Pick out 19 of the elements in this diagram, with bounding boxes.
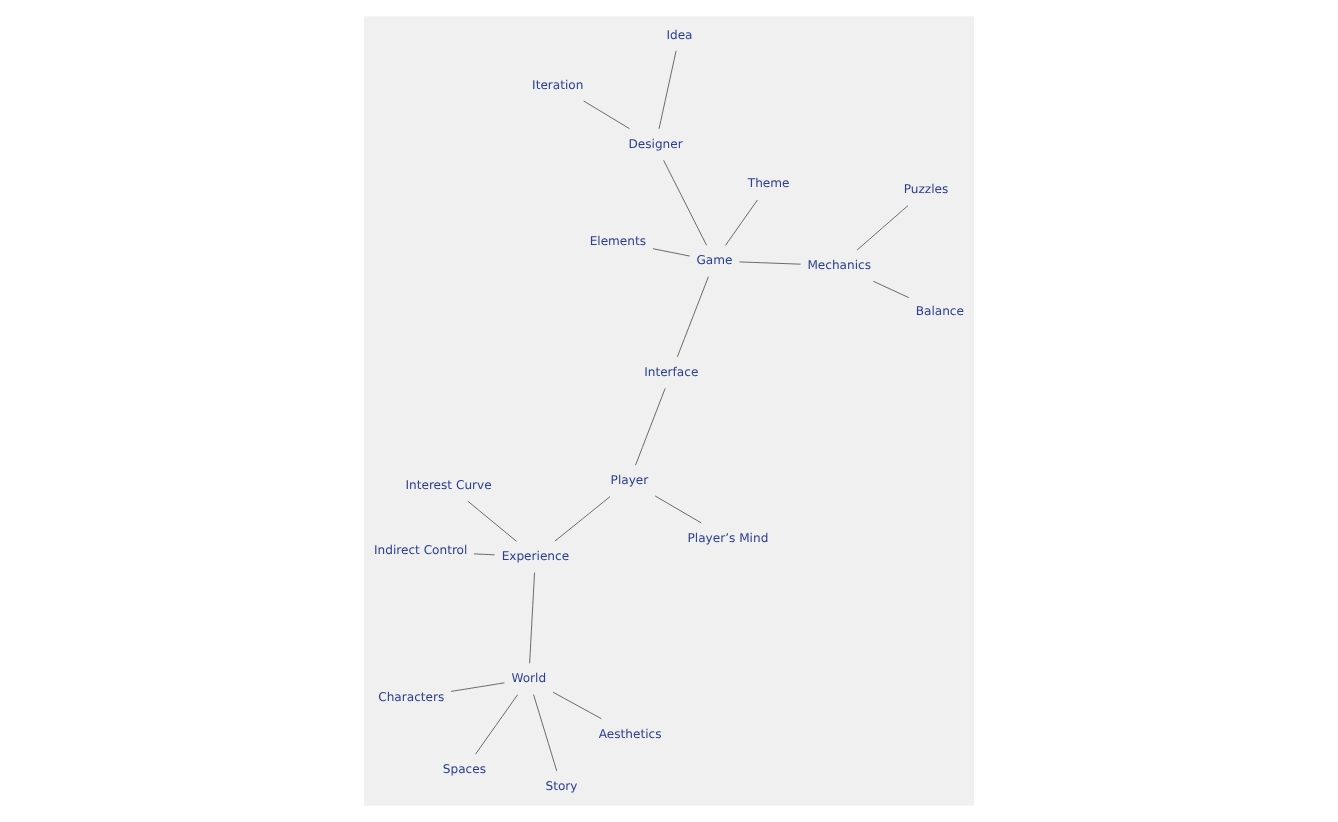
connector [658,50,677,130]
connector [583,100,630,130]
connector [856,205,909,251]
connector [529,572,535,664]
connector [467,500,517,542]
connector [450,682,505,692]
connector [533,694,558,772]
connector [552,691,602,720]
connector [725,199,758,246]
connector [663,159,707,246]
connector [652,248,691,257]
connector [475,694,518,755]
connector [473,553,495,556]
connector [739,261,802,265]
connector [872,280,910,299]
connector [635,387,666,466]
connector [554,496,611,542]
connector [654,495,702,524]
connector [676,276,709,358]
